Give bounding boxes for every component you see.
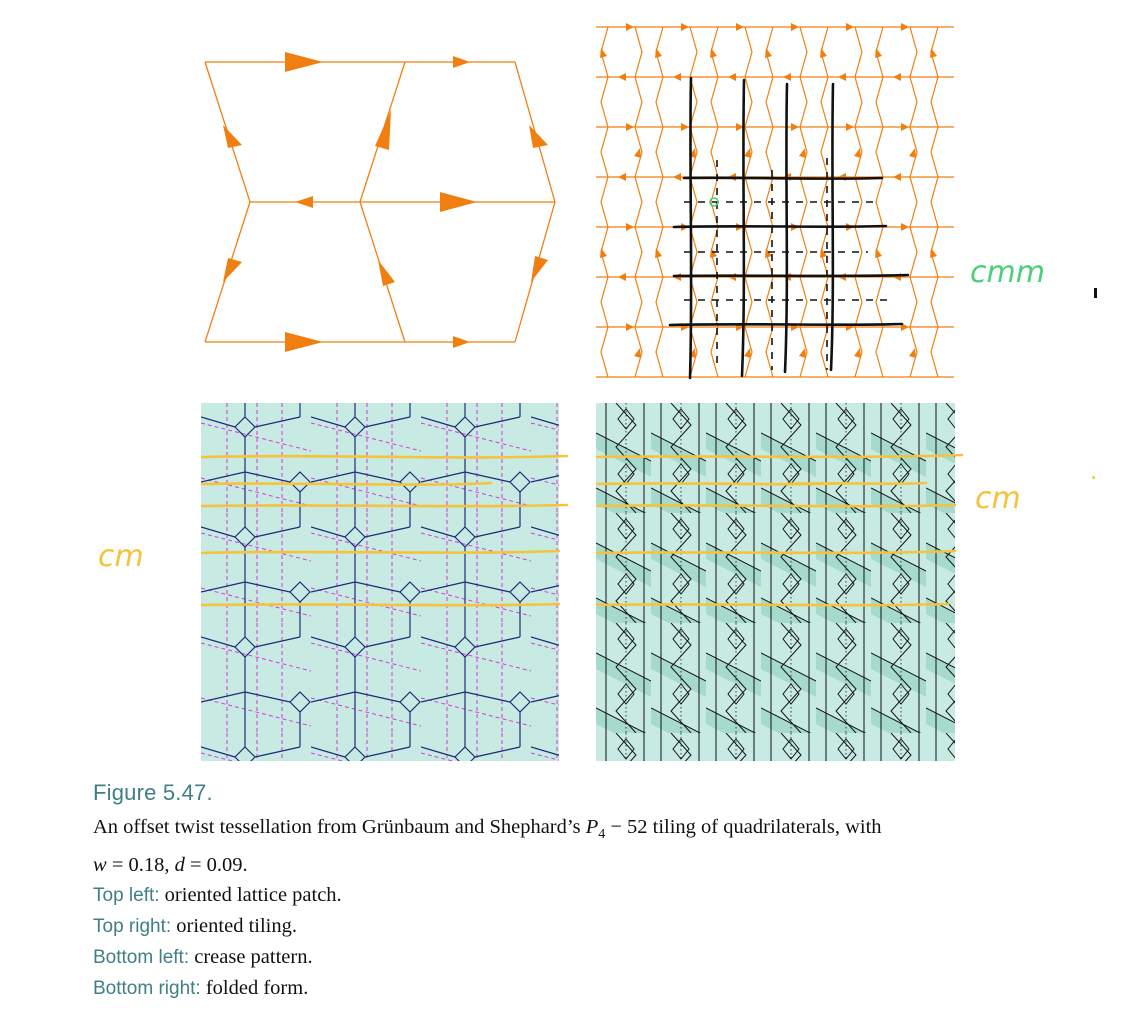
- panel-label: Bottom right:: [93, 978, 201, 1000]
- caption-line-2: w = 0.18, d = 0.09.: [93, 850, 1093, 880]
- param-w-value: = 0.18,: [106, 854, 175, 877]
- panel-label: Bottom left:: [93, 947, 190, 969]
- caption-text-a: An offset twist tessellation from Grünba…: [93, 816, 581, 838]
- param-d: d: [174, 854, 185, 877]
- caption-symbol: P: [585, 816, 599, 838]
- annotation-dash-mark: [1094, 288, 1097, 298]
- panel-label: Top left:: [93, 885, 160, 907]
- annotation-cm-right: cm: [975, 481, 1021, 516]
- panel-description: folded form.: [200, 977, 309, 1000]
- crease-pattern-figure: [201, 403, 571, 761]
- param-w: w: [93, 854, 107, 877]
- caption-panel-bottom-left: Bottom left: crease pattern.: [93, 942, 1093, 973]
- panel-description: oriented tiling.: [171, 915, 297, 938]
- folded-form-figure: [596, 403, 966, 761]
- panel-description: oriented lattice patch.: [159, 884, 342, 907]
- caption-line-1: An offset twist tessellation from Grünba…: [93, 812, 1093, 850]
- caption-panel-top-right: Top right: oriented tiling.: [93, 911, 1093, 942]
- figure-caption: Figure 5.47. An offset twist tessellatio…: [93, 780, 1093, 1004]
- figure-number: Figure 5.47.: [93, 780, 213, 805]
- caption-panel-bottom-right: Bottom right: folded form.: [93, 973, 1093, 1004]
- panel-label: Top right:: [93, 916, 172, 938]
- caption-panel-top-left: Top left: oriented lattice patch.: [93, 880, 1093, 911]
- annotation-cmm: cmm: [970, 255, 1045, 290]
- annotation-cm-left: cm: [98, 539, 144, 574]
- lattice-patch-figure: [195, 50, 565, 355]
- annotation-dot-mark: [1092, 476, 1095, 479]
- caption-text-b: − 52 tiling of quadrilaterals, with: [610, 816, 882, 838]
- panel-description: crease pattern.: [189, 946, 313, 969]
- param-d-value: = 0.09.: [184, 854, 248, 877]
- caption-subscript: 4: [598, 827, 606, 843]
- oriented-tiling-figure: [596, 20, 958, 385]
